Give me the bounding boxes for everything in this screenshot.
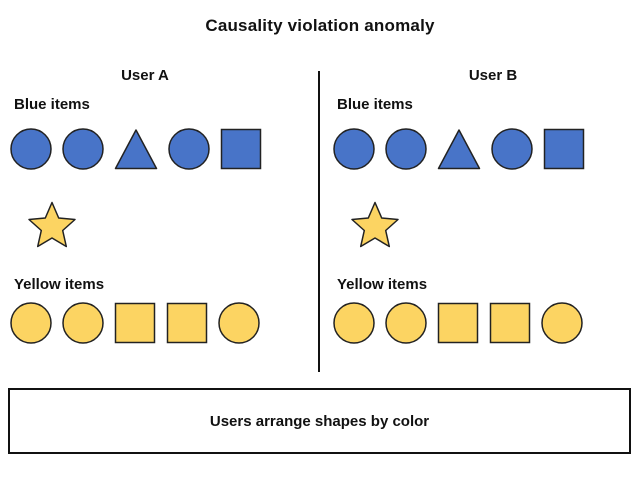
yellow-star-shape: [26, 200, 78, 252]
blue-circle-shape: [10, 128, 52, 170]
yellow-square-shape: [166, 302, 208, 344]
caption-text: Users arrange shapes by color: [209, 412, 430, 430]
yellow-circle-shape: [385, 302, 427, 344]
yellow-items-label: Yellow items: [14, 276, 105, 293]
blue-triangle-shape: [114, 128, 158, 170]
caption-box: Users arrange shapes by color: [8, 388, 631, 454]
yellow-circle-shape: [62, 302, 104, 344]
blue-items-label: Blue items: [337, 96, 413, 113]
yellow-star-shape: [349, 200, 401, 252]
panel-divider-line: [318, 71, 320, 372]
panel-user-b: User B Blue items Yellow items: [323, 67, 640, 357]
panel-user-b-title: User B: [468, 67, 518, 84]
blue-circle-shape: [62, 128, 104, 170]
yellow-square-shape: [114, 302, 156, 344]
panel-user-a-title: User A: [121, 67, 169, 84]
blue-square-shape: [543, 128, 585, 170]
yellow-items-label: Yellow items: [337, 276, 428, 293]
blue-circle-shape: [168, 128, 210, 170]
blue-items-row: [10, 128, 262, 170]
blue-circle-shape: [385, 128, 427, 170]
panel-user-a: User A Blue items Yellow items: [0, 67, 290, 357]
yellow-items-row: [10, 302, 260, 344]
yellow-items-row: [333, 302, 583, 344]
yellow-circle-shape: [218, 302, 260, 344]
yellow-square-shape: [437, 302, 479, 344]
yellow-square-shape: [489, 302, 531, 344]
blue-items-label: Blue items: [14, 96, 90, 113]
diagram-title: Causality violation anomaly: [205, 16, 435, 35]
yellow-circle-shape: [541, 302, 583, 344]
blue-triangle-shape: [437, 128, 481, 170]
yellow-circle-shape: [333, 302, 375, 344]
blue-items-row: [333, 128, 585, 170]
blue-square-shape: [220, 128, 262, 170]
blue-circle-shape: [491, 128, 533, 170]
blue-circle-shape: [333, 128, 375, 170]
yellow-circle-shape: [10, 302, 52, 344]
